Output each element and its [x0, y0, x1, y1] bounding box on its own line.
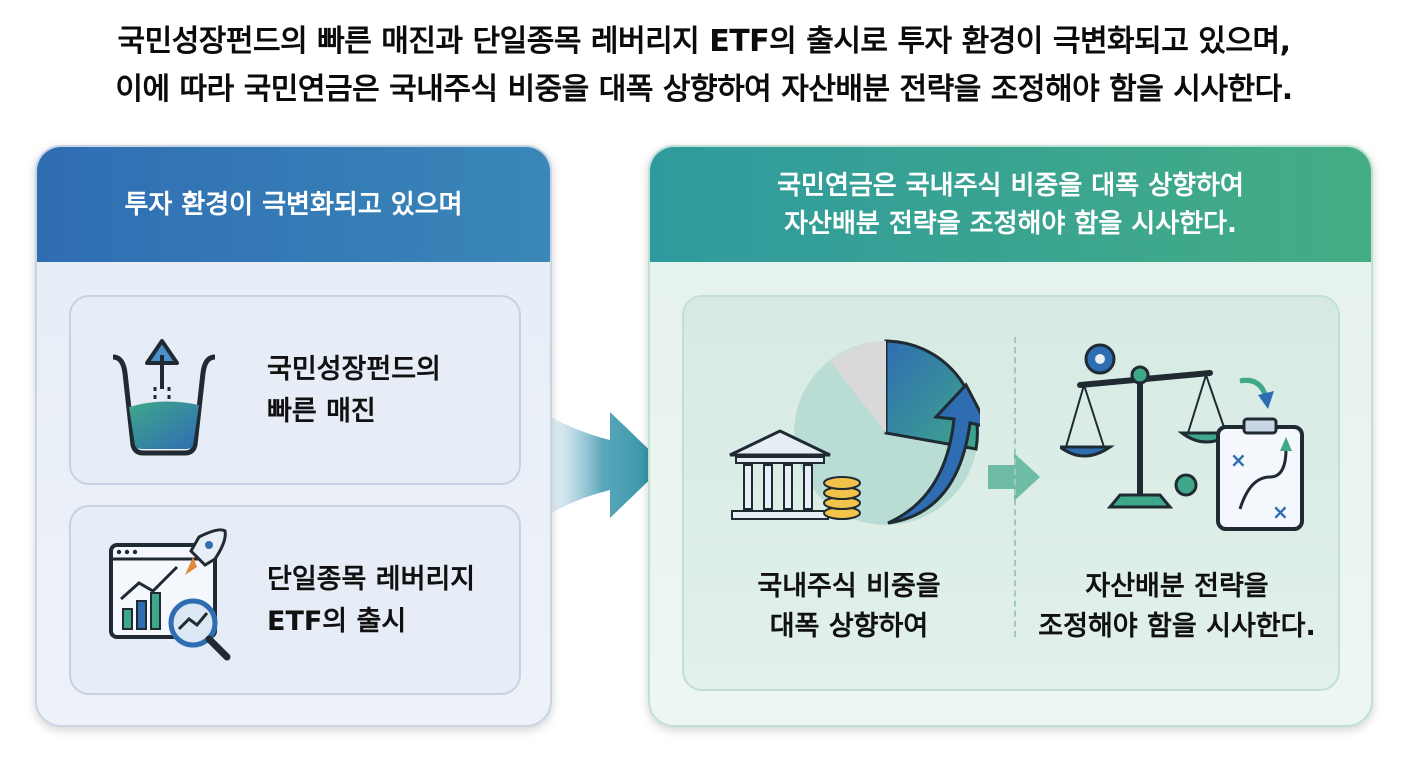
chart-rocket-magnifier-icon — [109, 528, 231, 661]
connector-arrow-icon — [540, 410, 665, 520]
right-inner-card: × × 국내주식 비중을 대폭 상향하여 자산배분 전략을 조정해야 함을 시사… — [682, 295, 1340, 691]
dashed-divider — [1014, 337, 1016, 637]
headline: 국민성장펀드의 빠른 매진과 단일종목 레버리지 ETF의 출시로 투자 환경이… — [0, 18, 1408, 114]
right-panel-title: 국민연금은 국내주식 비중을 대폭 상향하여 자산배분 전략을 조정해야 함을 … — [650, 147, 1371, 262]
scale-strategy-board-icon: × × — [1060, 343, 1304, 531]
headline-line-2: 이에 따라 국민연금은 국내주식 비중을 대폭 상향하여 자산배분 전략을 조정… — [115, 72, 1293, 107]
right-panel: 국민연금은 국내주식 비중을 대폭 상향하여 자산배분 전략을 조정해야 함을 … — [648, 145, 1373, 727]
svg-text:×: × — [1230, 448, 1247, 472]
headline-line-1: 국민성장펀드의 빠른 매진과 단일종목 레버리지 ETF의 출시로 투자 환경이… — [117, 24, 1292, 59]
card-leverage-etf-text: 단일종목 레버리지 ETF의 출시 — [267, 564, 476, 637]
pie-bank-rising-arrow-icon — [729, 339, 980, 525]
right-caption: 자산배분 전략을 조정해야 함을 시사한다. — [1038, 571, 1316, 642]
card-fund-sellout: 국민성장펀드의 빠른 매진 — [69, 295, 521, 485]
funnel-rising-arrow-icon — [112, 339, 216, 456]
svg-text:×: × — [1272, 500, 1289, 524]
card-fund-sellout-text: 국민성장펀드의 빠른 매진 — [267, 354, 441, 427]
left-panel-title: 투자 환경이 극변화되고 있으며 — [37, 147, 550, 262]
card-leverage-etf: 단일종목 레버리지 ETF의 출시 — [69, 505, 521, 695]
left-caption: 국내주식 비중을 대폭 상향하여 — [757, 571, 941, 642]
left-panel: 투자 환경이 극변화되고 있으며 국민성장펀드의 빠른 매진 — [35, 145, 552, 727]
